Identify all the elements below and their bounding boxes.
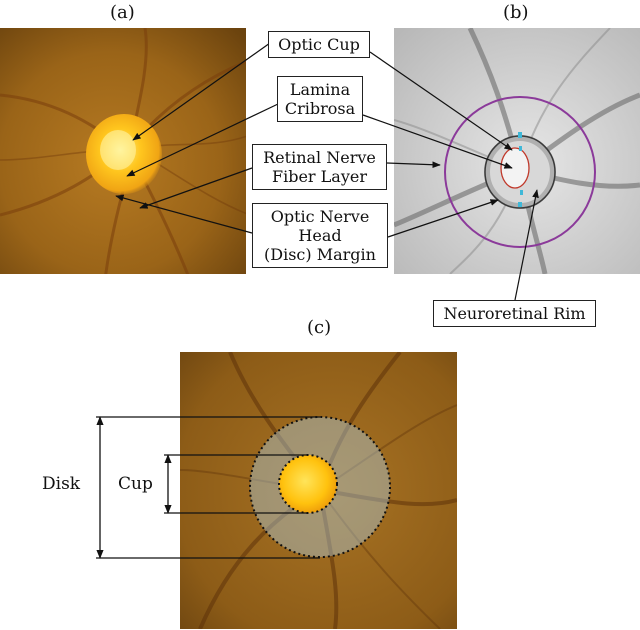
callout-arrows (115, 42, 539, 301)
label-onh-line3: (Disc) Margin (264, 245, 376, 264)
label-lamina-line2: Cribrosa (284, 99, 356, 118)
measurement-lines (96, 416, 320, 559)
panel-label-b: (b) (503, 2, 529, 23)
fundus-image-c (180, 352, 457, 629)
label-neuroretinal-rim-text: Neuroretinal Rim (443, 304, 586, 323)
label-cup: Cup (118, 474, 153, 494)
label-onh-line2: Head (298, 226, 342, 245)
panel-label-c: (c) (307, 317, 332, 338)
label-neuroretinal-rim: Neuroretinal Rim (433, 300, 596, 327)
oct-image-b (394, 28, 640, 274)
fundus-image-a (0, 28, 246, 274)
label-optic-cup-text: Optic Cup (278, 35, 360, 54)
label-rnfl-line2: Fiber Layer (272, 167, 367, 186)
label-optic-cup: Optic Cup (268, 31, 370, 58)
label-lamina-line1: Lamina (289, 80, 351, 99)
panel-label-a: (a) (110, 2, 135, 23)
label-onh-margin: Optic Nerve Head (Disc) Margin (252, 203, 388, 268)
label-rnfl-line1: Retinal Nerve (263, 148, 376, 167)
label-disk: Disk (42, 474, 81, 494)
label-rnfl: Retinal Nerve Fiber Layer (252, 144, 387, 190)
label-lamina-cribrosa: Lamina Cribrosa (277, 76, 363, 122)
label-onh-line1: Optic Nerve (270, 207, 370, 226)
